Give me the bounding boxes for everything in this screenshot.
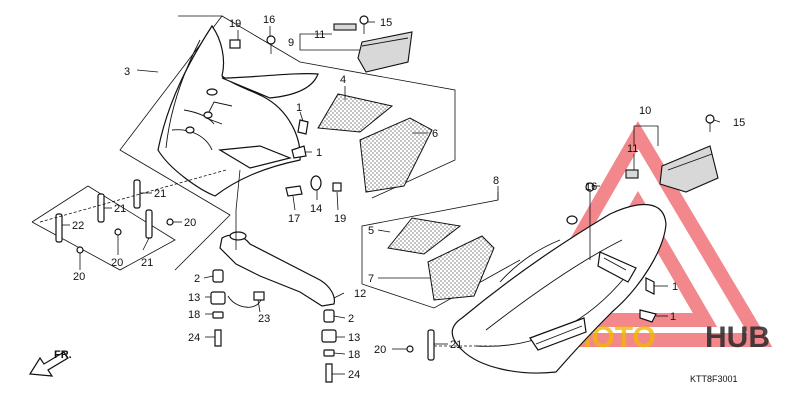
- clip-19-a: [229, 39, 241, 49]
- left-fasteners: [39, 169, 227, 254]
- callout-11-b: 11: [627, 143, 638, 155]
- callout-17: 17: [288, 213, 300, 225]
- bolt-24-a: [214, 329, 222, 347]
- callout-18-b: 18: [348, 349, 360, 361]
- callout-1-a: 1: [296, 102, 302, 114]
- rubber-2-b: [323, 309, 335, 323]
- callout-20-d: 20: [374, 344, 386, 356]
- screen-9: [357, 31, 413, 73]
- collar-18-a: [212, 311, 224, 319]
- callout-16-b: 16: [585, 181, 597, 193]
- screw-20-a: [76, 246, 84, 254]
- callout-10: 10: [639, 105, 651, 117]
- screw-16-a: [266, 35, 276, 45]
- callout-21-d: 21: [450, 339, 462, 351]
- front-arrow-icon: [28, 351, 69, 377]
- callout-6: 6: [432, 128, 438, 140]
- callout-20-a: 20: [184, 217, 196, 229]
- direction-label: FR.: [54, 349, 72, 361]
- callout-2-b: 2: [348, 313, 354, 325]
- pin-21-c: [145, 209, 153, 239]
- group-3-bracket: [119, 15, 231, 271]
- side-cowl-part: [451, 203, 667, 374]
- screw-20-b: [114, 228, 122, 236]
- tape-11-a: [333, 23, 357, 31]
- bolt-24-b: [325, 363, 333, 383]
- callout-21-b: 21: [114, 203, 126, 215]
- leader-lines: [62, 21, 721, 375]
- callout-15-b: 15: [733, 117, 745, 129]
- callout-2-a: 2: [194, 273, 200, 285]
- stay-group: [210, 169, 337, 383]
- callout-1-c: 1: [672, 281, 678, 293]
- callout-15-a: 15: [380, 17, 392, 29]
- callout-1-b: 1: [316, 147, 322, 159]
- pin-22: [55, 213, 63, 243]
- screen-group: [266, 15, 413, 73]
- inner-panel-6: [359, 117, 433, 193]
- side-screen-10: [659, 145, 719, 193]
- callout-23: 23: [258, 313, 270, 325]
- callout-18-a: 18: [188, 309, 200, 321]
- diagram-code: KTT8F3001: [690, 374, 738, 384]
- callout-13-a: 13: [188, 292, 200, 304]
- inner-panel-7: [427, 235, 495, 301]
- screw-20-d: [406, 345, 414, 353]
- callout-20-b: 20: [111, 257, 123, 269]
- callouts: 3 19 16 9 11 15 4 1 6 1 17 14 19 21 21 2…: [72, 14, 745, 381]
- rubber-13-b: [321, 329, 337, 343]
- callout-4: 4: [340, 74, 346, 86]
- callout-14: 14: [310, 203, 322, 215]
- callout-11-a: 11: [314, 29, 325, 41]
- stay-12: [219, 234, 335, 307]
- screw-15-b: [705, 114, 715, 124]
- tape-11-b: [625, 169, 639, 179]
- side-cowl-group: [361, 182, 667, 374]
- callout-5: 5: [368, 225, 374, 237]
- pin-21-d: [427, 329, 435, 361]
- direction-indicator: FR.: [28, 349, 72, 377]
- rubber-2-a: [212, 269, 224, 283]
- callout-9: 9: [288, 37, 294, 49]
- callout-7: 7: [368, 273, 374, 285]
- callout-19-b: 19: [334, 213, 346, 225]
- callout-1-d: 1: [670, 311, 676, 323]
- callout-19-a: 19: [229, 18, 241, 30]
- callout-13-b: 13: [348, 332, 360, 344]
- screw-15-a: [359, 15, 369, 25]
- callout-24-a: 24: [188, 332, 200, 344]
- bolt-23: [253, 291, 265, 301]
- callout-8: 8: [493, 175, 499, 187]
- callout-22: 22: [72, 220, 84, 232]
- callout-24-b: 24: [348, 369, 360, 381]
- callout-21-c: 21: [141, 257, 153, 269]
- upper-cowl-group: [31, 15, 456, 271]
- callout-3: 3: [124, 66, 130, 78]
- watermark-text-hub: HUB: [705, 321, 770, 354]
- decal-5: [387, 217, 462, 255]
- callout-12: 12: [354, 288, 366, 300]
- pin-21-b: [133, 179, 141, 209]
- side-screen-group: [625, 114, 719, 193]
- decal-4: [317, 93, 394, 133]
- collar-18-b: [323, 349, 335, 357]
- callout-20-c: 20: [73, 271, 85, 283]
- pin-21-a: [97, 193, 105, 223]
- screw-20-c: [166, 218, 174, 226]
- rubber-13-a: [210, 291, 226, 305]
- callout-16-a: 16: [263, 14, 275, 26]
- upper-cowl-part: [157, 24, 301, 197]
- callout-21-a: 21: [154, 188, 166, 200]
